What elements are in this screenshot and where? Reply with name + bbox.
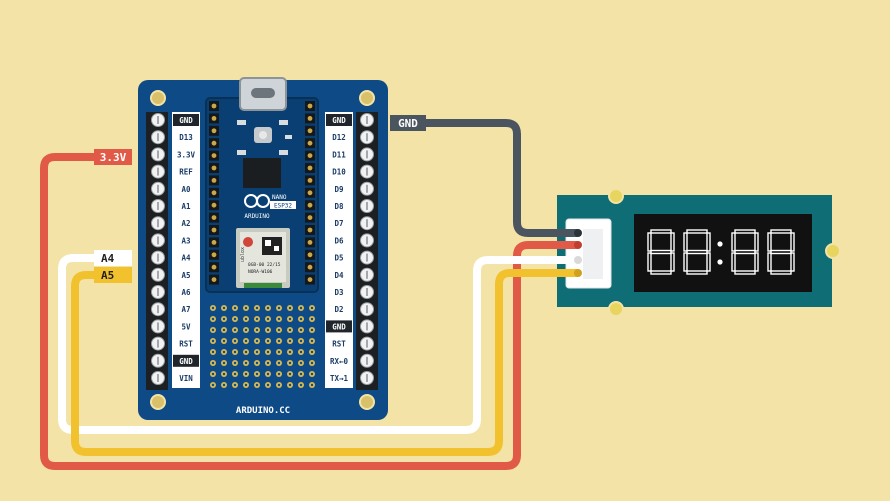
- left-pin-label: 5V: [181, 322, 191, 331]
- right-pin-label: D7: [334, 219, 343, 228]
- right-pin-label: D3: [334, 288, 344, 297]
- sda-label: A4: [101, 252, 115, 265]
- right-pin-labels: GNDD12D11D10D9D8D7D6D5D4D3D2GNDRSTRX←0TX…: [326, 114, 352, 383]
- right-pin-label: RX←0: [330, 357, 349, 366]
- right-pin-label: D4: [334, 271, 344, 280]
- model-line2: ESP32: [274, 203, 292, 210]
- logo-text: ARDUINO: [244, 213, 270, 220]
- left-pin-label-strip: [172, 112, 200, 388]
- gnd-pin-highlight: [326, 320, 352, 333]
- module-line1: 0GB-00 22/15: [248, 262, 281, 268]
- module-line2: NORA-W106: [248, 269, 273, 275]
- right-pin-label: D8: [334, 202, 344, 211]
- digit: [767, 229, 795, 275]
- right-pin-label: D6: [334, 236, 344, 245]
- smd-components: [237, 120, 292, 155]
- right-pin-label: GND: [332, 322, 346, 331]
- right-pin-label: D5: [334, 254, 343, 263]
- vcc-label-tag: [94, 149, 132, 165]
- left-pin-label: A5: [181, 271, 190, 280]
- right-pin-label: D9: [334, 185, 344, 194]
- scl-wire: [71, 269, 578, 456]
- right-pin-label: D2: [334, 305, 343, 314]
- gnd-label-tag: [390, 115, 426, 131]
- display-digits: [647, 229, 795, 275]
- left-pin-label: REF: [179, 168, 193, 177]
- display-mounting-holes: [608, 188, 841, 317]
- left-pin-label: 3.3V: [177, 150, 196, 159]
- gnd-pin-highlight: [173, 114, 199, 126]
- tm1637-display-module: 88:88: [557, 188, 841, 317]
- left-pin-label: A1: [181, 202, 191, 211]
- sda-label-tag: [94, 250, 132, 266]
- right-pin-label-strip: [325, 112, 353, 388]
- right-pin-label: D10: [332, 168, 346, 177]
- left-pin-label: A2: [181, 219, 190, 228]
- digit: [683, 229, 711, 275]
- scl-label-tag: [94, 267, 132, 283]
- colon-dot: [717, 241, 723, 247]
- chip: [243, 158, 281, 188]
- left-pin-label: GND: [179, 116, 193, 125]
- display-digits-text: 88:88: [720, 257, 727, 259]
- left-pin-label: D13: [179, 133, 193, 142]
- vcc-wire: [40, 153, 578, 470]
- nano-header-right: [305, 101, 315, 285]
- vcc-label: 3.3V: [100, 151, 127, 164]
- gnd-pin-highlight: [173, 354, 199, 367]
- prototyping-area: [210, 305, 315, 388]
- wire-ends: [574, 229, 582, 277]
- left-screws: [151, 113, 165, 385]
- colon-dot: [717, 259, 723, 265]
- nano-header-left: [209, 101, 219, 285]
- board-footer: ARDUINO.CC: [236, 406, 290, 416]
- wires: [40, 119, 578, 470]
- right-pin-label: GND: [332, 116, 346, 125]
- right-pin-label: D12: [332, 133, 346, 142]
- model-line1: NANO: [272, 194, 287, 201]
- gnd-wire: [424, 119, 578, 237]
- left-pin-label: GND: [179, 357, 193, 366]
- arduino-logo-icon: [244, 194, 270, 208]
- digit: [731, 229, 759, 275]
- left-pin-label: VIN: [179, 374, 193, 383]
- right-pin-label: RST: [332, 340, 346, 349]
- mounting-holes: [150, 90, 375, 410]
- gnd-label: GND: [398, 117, 418, 130]
- left-pin-label: RST: [179, 340, 193, 349]
- gnd-pin-highlight: [326, 114, 352, 126]
- right-pin-label: TX→1: [330, 374, 349, 383]
- left-pin-label: A0: [181, 185, 191, 194]
- right-pin-label: D11: [332, 150, 346, 159]
- digit: [647, 229, 675, 275]
- left-pin-label: A4: [181, 254, 191, 263]
- right-screws: [360, 113, 374, 385]
- antenna: [244, 283, 282, 288]
- module-brand: ublox: [240, 247, 246, 262]
- left-pin-label: A7: [181, 305, 190, 314]
- scl-label: A5: [101, 269, 114, 282]
- left-pin-label: A3: [181, 236, 191, 245]
- left-pin-label: A6: [181, 288, 191, 297]
- sda-wire: [58, 254, 578, 434]
